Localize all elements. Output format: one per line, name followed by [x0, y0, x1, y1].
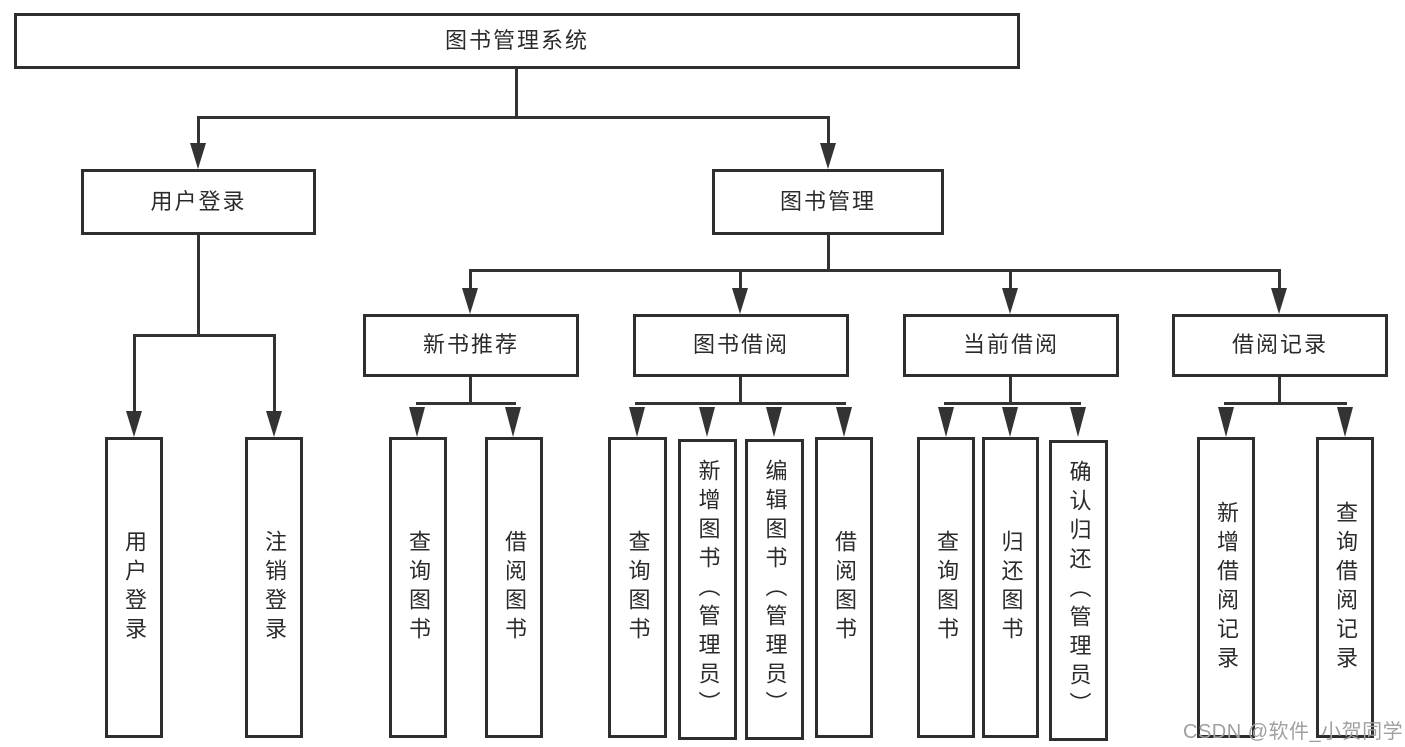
node-book-management: 图书管理 — [712, 169, 944, 235]
node-book-borrow: 图书借阅 — [633, 314, 849, 377]
node-root: 图书管理系统 — [14, 13, 1020, 69]
connector-line — [944, 402, 1081, 405]
arrow-down-icon — [699, 407, 715, 437]
connector-line — [469, 377, 472, 405]
leaf-return-books: 归还图书 — [982, 437, 1039, 738]
arrow-down-icon — [1218, 407, 1234, 437]
arrow-down-icon — [1002, 288, 1018, 314]
leaf-query-books-3: 查询图书 — [917, 437, 975, 738]
node-new-book-recommend: 新书推荐 — [363, 314, 579, 377]
connector-line — [133, 334, 136, 413]
connector-line — [1278, 377, 1281, 405]
connector-line — [1224, 402, 1347, 405]
leaf-add-books-admin: 新增图书（管理员） — [678, 439, 737, 740]
arrow-down-icon — [820, 143, 836, 169]
arrow-down-icon — [1337, 407, 1353, 437]
arrow-down-icon — [266, 411, 282, 437]
node-borrow-records: 借阅记录 — [1172, 314, 1388, 377]
arrow-down-icon — [1070, 407, 1086, 437]
leaf-query-borrow-record: 查询借阅记录 — [1316, 437, 1374, 738]
arrow-down-icon — [836, 407, 852, 437]
connector-line — [133, 334, 276, 337]
connector-line — [469, 269, 1281, 272]
arrow-down-icon — [126, 411, 142, 437]
connector-line — [827, 234, 830, 272]
arrow-down-icon — [1002, 407, 1018, 437]
connector-line — [1009, 377, 1012, 405]
leaf-user-login: 用户登录 — [105, 437, 163, 738]
csdn-watermark: CSDN @软件_小贺同学 — [1183, 721, 1404, 743]
connector-line — [515, 68, 518, 119]
leaf-borrow-books-1: 借阅图书 — [485, 437, 543, 738]
arrow-down-icon — [766, 407, 782, 437]
arrow-down-icon — [505, 407, 521, 437]
arrow-down-icon — [409, 407, 425, 437]
leaf-query-books-2: 查询图书 — [608, 437, 667, 738]
arrow-down-icon — [462, 288, 478, 314]
connector-line — [1278, 269, 1281, 290]
connector-line — [739, 377, 742, 405]
connector-line — [739, 269, 742, 290]
connector-line — [197, 116, 830, 119]
arrow-down-icon — [938, 407, 954, 437]
node-user-login: 用户登录 — [81, 169, 316, 235]
connector-line — [197, 234, 200, 337]
node-current-borrow: 当前借阅 — [903, 314, 1119, 377]
connector-line — [273, 334, 276, 413]
leaf-edit-books-admin: 编辑图书（管理员） — [745, 439, 804, 740]
arrow-down-icon — [190, 143, 206, 169]
arrow-down-icon — [629, 407, 645, 437]
connector-line — [469, 269, 472, 290]
connector-line — [635, 402, 846, 405]
connector-line — [827, 116, 830, 145]
connector-line — [416, 402, 516, 405]
arrow-down-icon — [1271, 288, 1287, 314]
leaf-logout: 注销登录 — [245, 437, 303, 738]
leaf-query-books-1: 查询图书 — [389, 437, 447, 738]
leaf-borrow-books-2: 借阅图书 — [815, 437, 873, 738]
leaf-confirm-return-admin: 确认归还（管理员） — [1049, 440, 1108, 741]
connector-line — [197, 116, 200, 145]
arrow-down-icon — [732, 288, 748, 314]
connector-line — [1009, 269, 1012, 290]
leaf-add-borrow-record: 新增借阅记录 — [1197, 437, 1255, 738]
